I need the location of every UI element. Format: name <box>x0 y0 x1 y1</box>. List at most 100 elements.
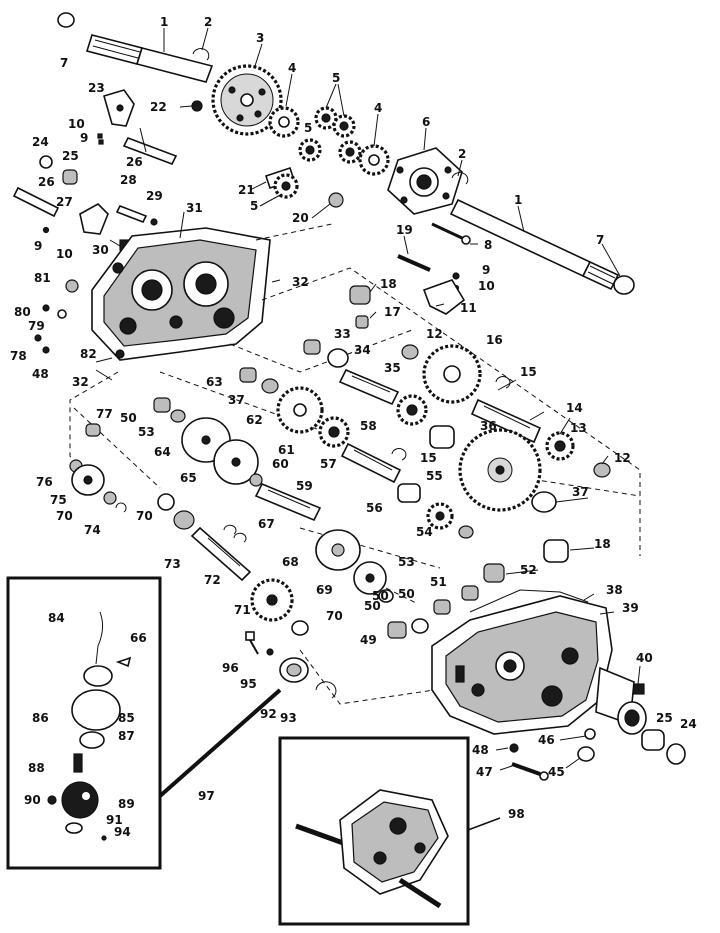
part-85-boot <box>83 665 113 687</box>
label-87: 87 <box>118 729 135 743</box>
part-18-bushing-right <box>543 539 569 563</box>
part-53-washer <box>458 525 474 539</box>
part-95-washer <box>266 648 274 656</box>
label-2b: 2 <box>458 147 466 161</box>
assembly-guide-lines <box>69 223 641 705</box>
label-62: 62 <box>246 413 263 427</box>
label-76: 76 <box>36 475 53 489</box>
label-3: 3 <box>256 31 264 45</box>
label-72: 72 <box>204 573 221 587</box>
label-69: 69 <box>316 583 333 597</box>
part-91-washer <box>65 822 83 834</box>
label-90: 90 <box>24 793 41 807</box>
label-39: 39 <box>622 601 639 615</box>
part-26-rod-left <box>12 186 60 218</box>
label-5b: 5 <box>304 121 312 135</box>
label-73: 73 <box>164 557 181 571</box>
part-labels: 7 1 2 3 4 5 5 4 6 2 1 7 23 22 10 9 8 24 … <box>10 15 697 839</box>
part-48-washer <box>42 346 50 354</box>
right-case-assembly <box>431 539 686 781</box>
part-35-shaft <box>338 368 400 406</box>
part-5-pinion-cluster <box>298 106 362 164</box>
shift-parts <box>12 89 466 315</box>
label-4: 4 <box>288 61 296 75</box>
label-53: 53 <box>138 425 155 439</box>
label-26b: 26 <box>38 175 55 189</box>
part-15-snap-ring <box>495 376 511 389</box>
leader-lines <box>95 27 641 771</box>
label-15: 15 <box>520 365 537 379</box>
part-36-bushing <box>429 425 455 449</box>
label-25b: 25 <box>656 711 673 725</box>
part-59-shaft <box>254 482 322 522</box>
label-10b: 10 <box>56 247 73 261</box>
output-hub <box>595 666 647 735</box>
part-8-screw <box>98 139 104 145</box>
part-27-bracket <box>79 203 109 235</box>
label-66: 66 <box>130 631 147 645</box>
label-56: 56 <box>366 501 383 515</box>
label-93: 93 <box>280 711 297 725</box>
label-67: 67 <box>258 517 275 531</box>
label-53b: 53 <box>398 555 415 569</box>
top-shaft-assembly <box>57 12 635 295</box>
label-7b: 7 <box>596 233 604 247</box>
part-25-bushing-right <box>641 729 665 751</box>
label-94: 94 <box>114 825 131 839</box>
label-18b: 18 <box>594 537 611 551</box>
part-51-bushing <box>461 585 479 601</box>
part-39-case <box>431 595 613 735</box>
label-70: 70 <box>56 509 73 523</box>
part-26-shift-rod <box>122 136 178 166</box>
label-50d: 50 <box>364 599 381 613</box>
inset-98-frame <box>278 736 470 926</box>
label-32b: 32 <box>72 375 89 389</box>
part-81-washer <box>65 279 79 293</box>
label-11: 11 <box>460 301 477 315</box>
part-37-washer <box>531 491 557 513</box>
label-60: 60 <box>272 457 289 471</box>
part-50-bushing <box>153 397 171 413</box>
label-9c: 9 <box>482 263 490 277</box>
label-12: 12 <box>426 327 443 341</box>
label-23: 23 <box>88 81 105 95</box>
label-58: 58 <box>360 419 377 433</box>
part-24-ring <box>39 155 53 169</box>
label-19: 19 <box>396 223 413 237</box>
label-86: 86 <box>32 711 49 725</box>
label-34: 34 <box>354 343 371 357</box>
part-70-washer <box>103 491 117 505</box>
part-6-carrier <box>387 147 463 215</box>
assembled-transaxle <box>295 789 449 909</box>
part-7-clip-right <box>613 275 635 295</box>
label-68: 68 <box>282 555 299 569</box>
lower-small-parts <box>245 631 337 699</box>
label-95: 95 <box>240 677 257 691</box>
label-35: 35 <box>384 361 401 375</box>
label-63: 63 <box>206 375 223 389</box>
part-29-ball <box>150 218 158 226</box>
label-18: 18 <box>380 277 397 291</box>
label-81: 81 <box>34 271 51 285</box>
part-2-snap-ring-right <box>451 172 469 185</box>
part-47-bolt <box>511 762 549 781</box>
label-92: 92 <box>260 707 277 721</box>
label-74: 74 <box>84 523 101 537</box>
part-93-clip <box>315 681 337 699</box>
label-25: 25 <box>62 149 79 163</box>
label-85: 85 <box>118 711 135 725</box>
part-66-key <box>115 656 132 668</box>
label-45: 45 <box>548 765 565 779</box>
part-50-bushing-right <box>433 599 451 615</box>
label-33: 33 <box>334 327 351 341</box>
label-50c: 50 <box>398 587 415 601</box>
label-65: 65 <box>180 471 197 485</box>
label-5: 5 <box>332 71 340 85</box>
part-53-washer-mid <box>378 589 394 603</box>
label-10c: 10 <box>478 279 495 293</box>
label-49: 49 <box>360 633 377 647</box>
part-57-shaft <box>340 442 402 484</box>
label-50: 50 <box>120 411 137 425</box>
part-53-washer-left <box>170 409 186 423</box>
